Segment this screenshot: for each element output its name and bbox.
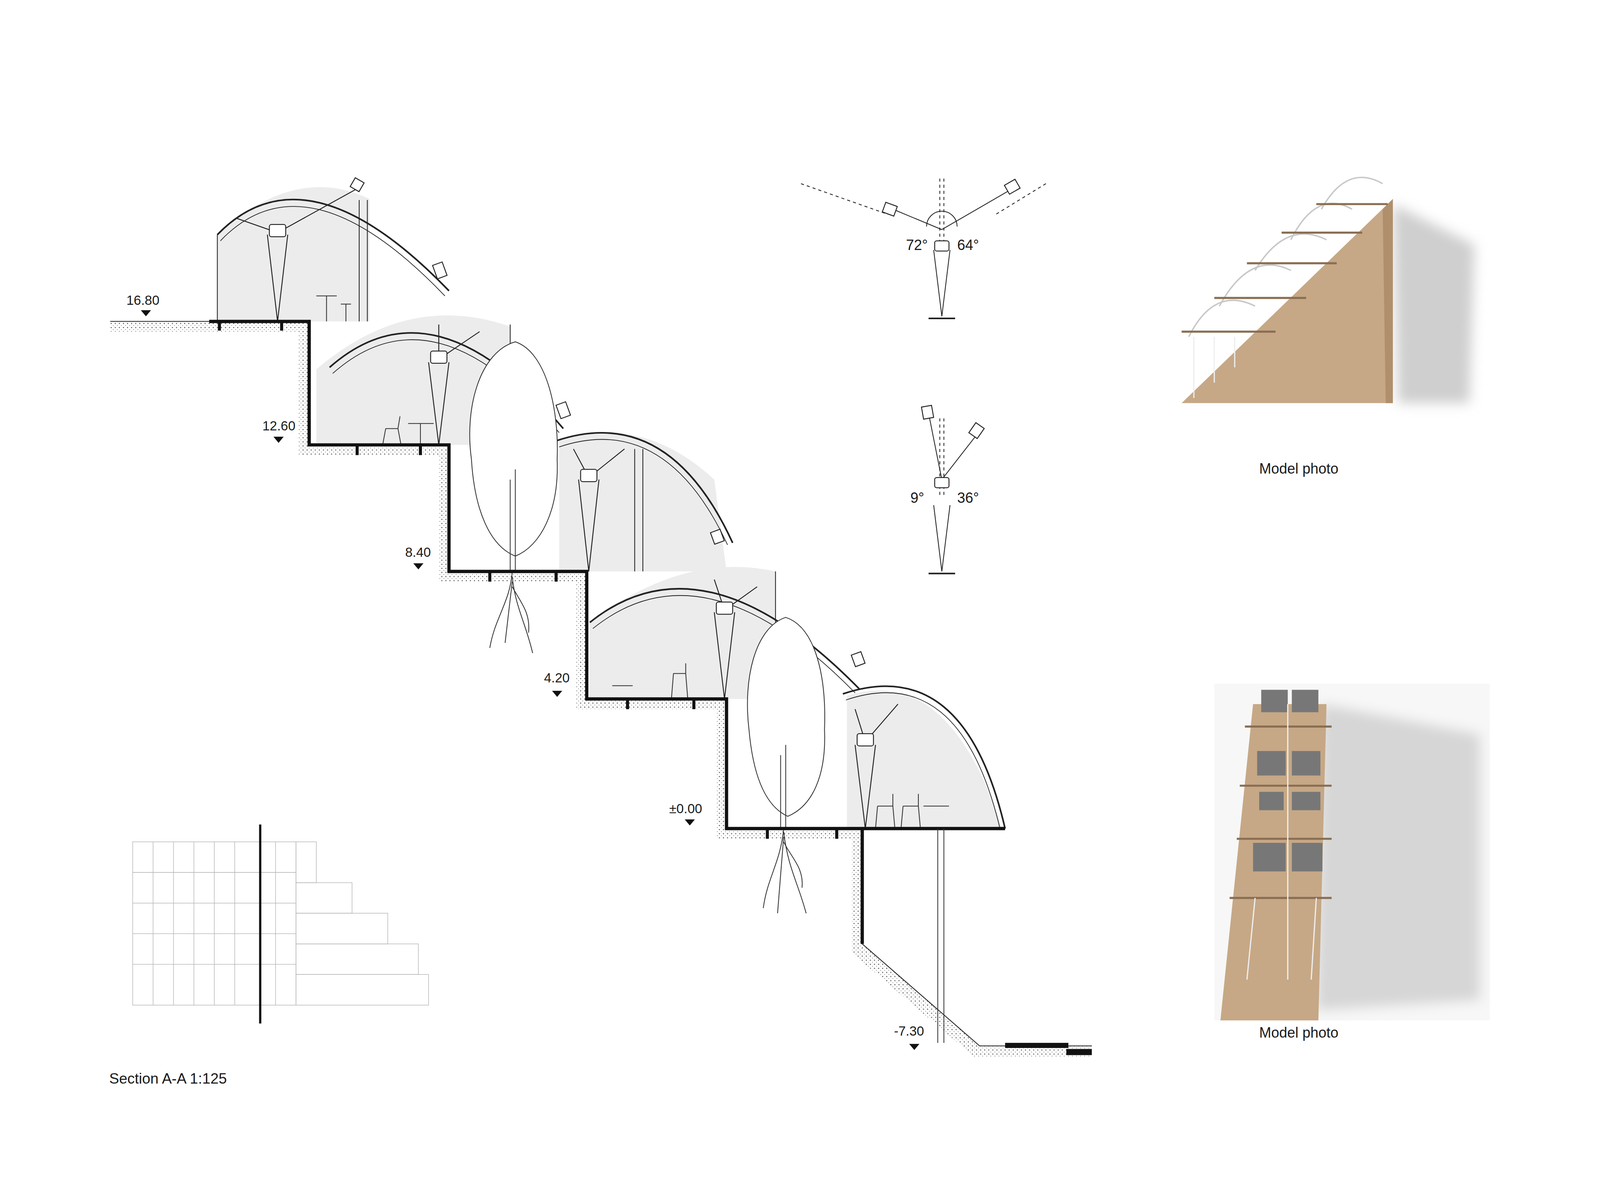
drawing-caption: Section A-A 1:125 [109,1070,227,1088]
photo-caption: Model photo [1259,1024,1339,1041]
level-mark: 16.80 [126,292,160,308]
angle-label: 64° [957,236,979,254]
photo-caption: Model photo [1259,460,1339,477]
angle-label: 36° [957,489,979,506]
level-mark: -7.30 [894,1023,924,1039]
angle-label: 9° [910,489,924,506]
level-mark: ±0.00 [669,801,702,817]
level-mark: 12.60 [262,418,296,434]
angle-label: 72° [906,236,928,254]
level-mark: 4.20 [544,670,570,686]
level-mark: 8.40 [405,544,431,560]
